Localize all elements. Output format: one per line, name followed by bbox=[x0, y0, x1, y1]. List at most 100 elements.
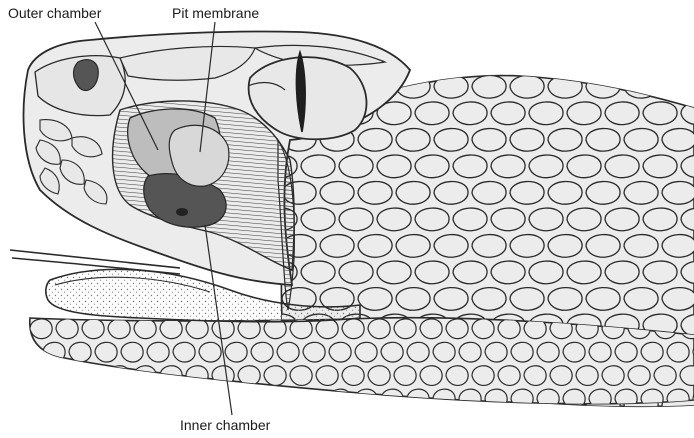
scale bbox=[548, 182, 582, 205]
scale bbox=[290, 366, 312, 386]
scale bbox=[4, 413, 26, 433]
scale bbox=[43, 389, 65, 409]
scale bbox=[472, 288, 506, 311]
scale bbox=[654, 413, 676, 433]
scale bbox=[434, 182, 468, 205]
scale bbox=[529, 102, 563, 125]
pit-membrane-label: Pit membrane bbox=[172, 5, 259, 21]
scale bbox=[95, 342, 117, 362]
scale bbox=[69, 342, 91, 362]
scale bbox=[510, 75, 544, 98]
scale bbox=[381, 342, 403, 362]
scale bbox=[396, 182, 430, 205]
scale bbox=[95, 389, 117, 409]
scale bbox=[624, 182, 658, 205]
scale bbox=[453, 155, 487, 178]
scale bbox=[358, 182, 392, 205]
scale bbox=[643, 261, 677, 284]
scale bbox=[358, 128, 392, 151]
scale bbox=[624, 288, 658, 311]
scale bbox=[277, 342, 299, 362]
scale bbox=[498, 319, 520, 339]
scale bbox=[605, 155, 639, 178]
scale bbox=[30, 366, 52, 386]
scale bbox=[420, 413, 442, 433]
scale bbox=[654, 366, 676, 386]
scale bbox=[415, 208, 449, 231]
scale bbox=[69, 389, 91, 409]
scale bbox=[529, 208, 563, 231]
scale bbox=[121, 342, 143, 362]
scale bbox=[605, 208, 639, 231]
scale bbox=[82, 319, 104, 339]
scale bbox=[415, 155, 449, 178]
scale bbox=[643, 102, 677, 125]
scale bbox=[510, 128, 544, 151]
scale bbox=[394, 413, 416, 433]
scale bbox=[529, 261, 563, 284]
scale bbox=[342, 366, 364, 386]
scale bbox=[377, 261, 411, 284]
scale bbox=[358, 235, 392, 258]
scale bbox=[407, 342, 429, 362]
scale bbox=[472, 128, 506, 151]
scale bbox=[563, 342, 585, 362]
scale bbox=[147, 342, 169, 362]
scale bbox=[548, 288, 582, 311]
scale bbox=[548, 235, 582, 258]
scale bbox=[134, 413, 156, 433]
scale bbox=[586, 75, 620, 98]
scale bbox=[434, 128, 468, 151]
scale bbox=[576, 413, 598, 433]
scale bbox=[446, 413, 468, 433]
scale bbox=[303, 389, 325, 409]
scale bbox=[624, 128, 658, 151]
scale bbox=[134, 366, 156, 386]
scale bbox=[355, 342, 377, 362]
scale bbox=[186, 366, 208, 386]
scale bbox=[453, 102, 487, 125]
scale bbox=[381, 389, 403, 409]
scale bbox=[394, 366, 416, 386]
scale bbox=[420, 366, 442, 386]
scale bbox=[453, 208, 487, 231]
scale bbox=[301, 155, 335, 178]
scale bbox=[394, 319, 416, 339]
scale bbox=[472, 235, 506, 258]
scale bbox=[589, 342, 611, 362]
scale bbox=[147, 389, 169, 409]
scale bbox=[602, 366, 624, 386]
inner-chamber-label: Inner chamber bbox=[180, 417, 270, 433]
scale bbox=[586, 182, 620, 205]
scale bbox=[396, 235, 430, 258]
scale bbox=[459, 342, 481, 362]
lower-jaw bbox=[4, 318, 694, 432]
scale bbox=[342, 319, 364, 339]
scale bbox=[290, 413, 312, 433]
scale bbox=[320, 394, 354, 417]
scale bbox=[491, 155, 525, 178]
scale bbox=[472, 413, 494, 433]
scale bbox=[407, 389, 429, 409]
scale bbox=[667, 342, 689, 362]
scale bbox=[550, 413, 572, 433]
scale bbox=[282, 394, 316, 417]
scale bbox=[567, 261, 601, 284]
scale bbox=[17, 342, 39, 362]
scale bbox=[396, 288, 430, 311]
scale bbox=[339, 208, 373, 231]
scale bbox=[251, 342, 273, 362]
scale bbox=[186, 319, 208, 339]
scale bbox=[567, 102, 601, 125]
scale bbox=[264, 366, 286, 386]
scale bbox=[446, 319, 468, 339]
scale bbox=[277, 389, 299, 409]
scale bbox=[459, 389, 481, 409]
scale bbox=[586, 128, 620, 151]
scale bbox=[485, 342, 507, 362]
scale bbox=[160, 319, 182, 339]
scale bbox=[491, 261, 525, 284]
scale bbox=[358, 288, 392, 311]
scale bbox=[358, 394, 392, 417]
nostril bbox=[74, 60, 99, 91]
